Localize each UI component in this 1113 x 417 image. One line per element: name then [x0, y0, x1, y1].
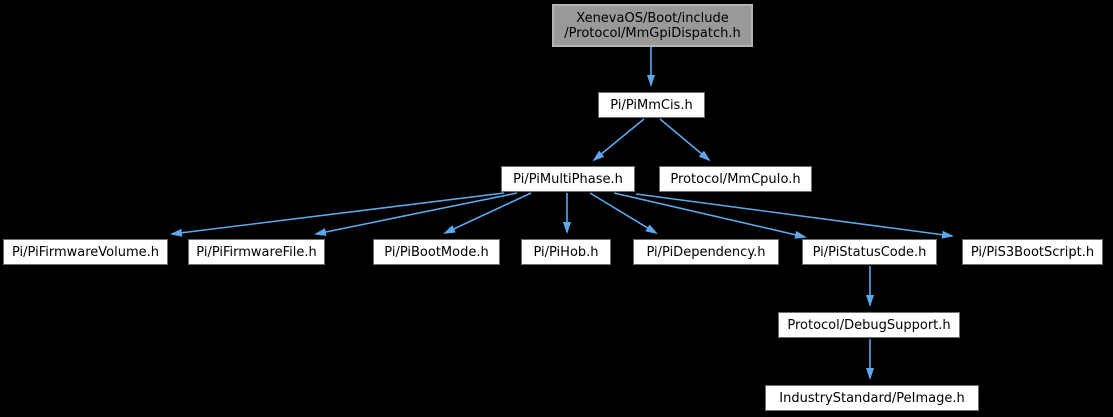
edge-pimmcis-to-pimultiphase — [592, 118, 645, 162]
node-mmcpuio[interactable]: Protocol/MmCpuIo.h — [659, 166, 812, 192]
node-pihob[interactable]: Pi/PiHob.h — [521, 239, 611, 265]
edge-pimultiphase-to-pidependency — [589, 192, 658, 235]
edge-pimultiphase-to-pifirmwarefile — [314, 192, 518, 236]
node-pimmcis-label: Pi/PiMmCis.h — [610, 97, 693, 113]
node-pihob-label: Pi/PiHob.h — [533, 244, 599, 260]
node-pifirmwarefile[interactable]: Pi/PiFirmwareFile.h — [188, 239, 325, 265]
node-pidependency[interactable]: Pi/PiDependency.h — [633, 239, 779, 265]
node-pibootmode-label: Pi/PiBootMode.h — [384, 244, 489, 260]
node-debugsupport[interactable]: Protocol/DebugSupport.h — [778, 312, 960, 338]
node-mmcpuio-label: Protocol/MmCpuIo.h — [670, 171, 801, 187]
node-pimultiphase[interactable]: Pi/PiMultiPhase.h — [501, 166, 635, 192]
node-mmgpidispatch-line1: XenevaOS/Boot/include — [576, 10, 729, 26]
edge-pimmcis-to-mmcpuio — [659, 118, 711, 162]
edge-pimultiphase-to-pibootmode — [443, 192, 532, 234]
node-pis3bootscript[interactable]: Pi/PiS3BootScript.h — [962, 239, 1103, 265]
node-pistatuscode-label: Pi/PiStatusCode.h — [812, 244, 927, 260]
node-peimage[interactable]: IndustryStandard/PeImage.h — [765, 385, 979, 411]
node-peimage-label: IndustryStandard/PeImage.h — [779, 390, 965, 406]
node-mmgpidispatch-line2: /Protocol/MmGpiDispatch.h — [564, 25, 741, 41]
node-pifirmwarevolume-label: Pi/PiFirmwareVolume.h — [11, 244, 159, 260]
edge-pimultiphase-to-pis3bootscript — [635, 193, 954, 239]
edge-pimultiphase-to-pistatuscode — [613, 192, 807, 239]
node-pibootmode[interactable]: Pi/PiBootMode.h — [373, 239, 500, 265]
node-pifirmwarefile-label: Pi/PiFirmwareFile.h — [196, 244, 317, 260]
edge-pimultiphase-to-pifirmwarevolume — [170, 192, 505, 237]
node-pimultiphase-label: Pi/PiMultiPhase.h — [513, 171, 623, 187]
node-pidependency-label: Pi/PiDependency.h — [646, 244, 766, 260]
node-pistatuscode[interactable]: Pi/PiStatusCode.h — [802, 239, 937, 265]
node-mmgpidispatch: XenevaOS/Boot/include /Protocol/MmGpiDis… — [552, 4, 753, 47]
node-pimmcis[interactable]: Pi/PiMmCis.h — [598, 92, 705, 118]
node-pifirmwarevolume[interactable]: Pi/PiFirmwareVolume.h — [3, 239, 168, 265]
node-debugsupport-label: Protocol/DebugSupport.h — [787, 317, 951, 333]
node-pis3bootscript-label: Pi/PiS3BootScript.h — [970, 244, 1095, 260]
